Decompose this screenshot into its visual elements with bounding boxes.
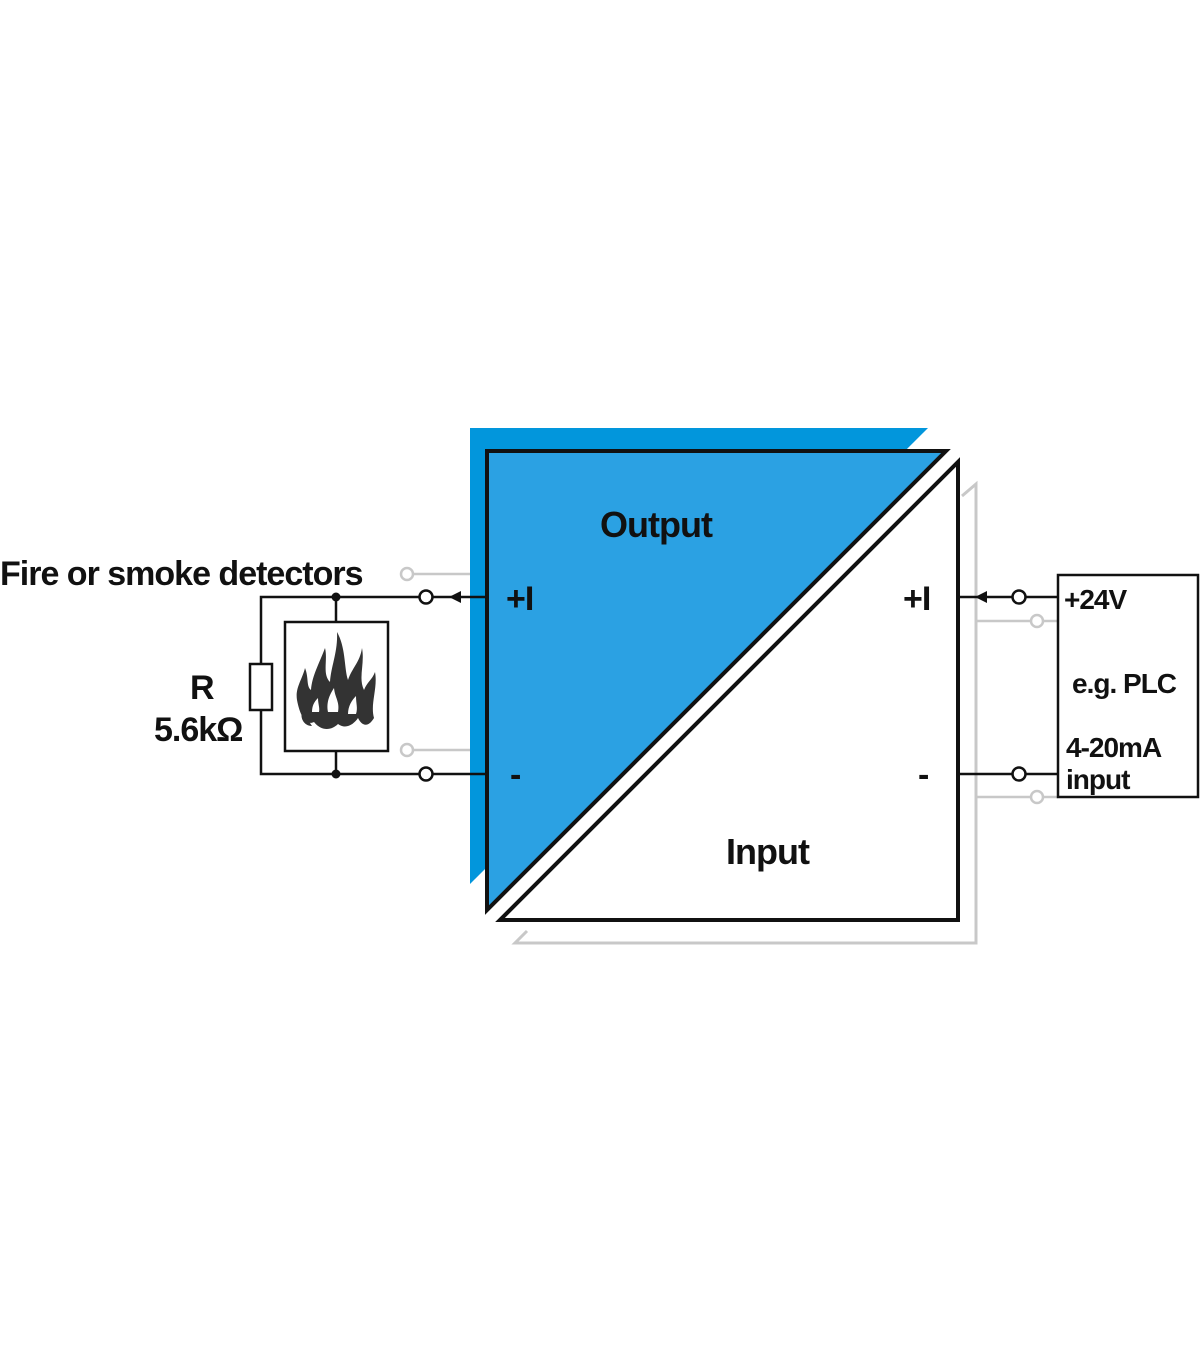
input-plus-arrow	[975, 591, 987, 603]
detectors-label: Fire or smoke detectors	[0, 555, 363, 593]
input-minus-terminal	[1011, 766, 1027, 782]
input-triangle	[495, 457, 960, 922]
output-minus-label: -	[510, 756, 520, 794]
plc-input-label: input	[1066, 764, 1130, 795]
input-ghost-wiring	[976, 619, 1058, 799]
plc-label: e.g. PLC	[1072, 668, 1177, 699]
flame-inner-cutouts	[312, 688, 357, 714]
output-minus-terminal	[418, 766, 434, 782]
junction-dot-top	[331, 592, 341, 602]
input-plus-terminal	[1011, 589, 1027, 605]
current-range-label: 4-20mA	[1066, 732, 1162, 763]
output-plus-label: +I	[506, 580, 533, 618]
input-ghost-terminal-top	[1029, 613, 1045, 629]
input-plus-label: +I	[903, 580, 930, 618]
plc-box	[1056, 573, 1200, 799]
input-ghost-terminal-bottom	[1029, 789, 1045, 805]
input-shadow-outline	[511, 480, 978, 945]
input-label: Input	[726, 831, 810, 872]
output-triangle	[485, 449, 951, 915]
supply-label: +24V	[1064, 584, 1127, 615]
output-label: Output	[600, 504, 713, 545]
resistor-symbol	[248, 662, 274, 712]
output-ghost-terminals	[399, 566, 470, 758]
input-minus-label: -	[918, 756, 928, 794]
resistor-value: 5.6kΩ	[154, 711, 242, 749]
output-plus-terminal	[418, 589, 434, 605]
resistor-name: R	[190, 669, 214, 707]
junction-dot-bottom	[331, 769, 341, 779]
output-plus-arrow	[449, 591, 461, 603]
